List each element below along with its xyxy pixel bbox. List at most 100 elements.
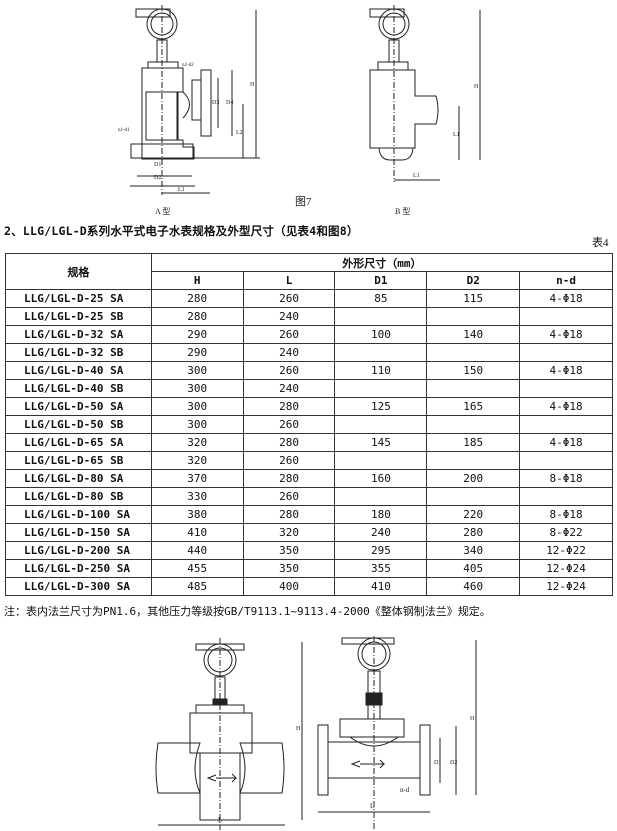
value-cell: 460 bbox=[426, 577, 521, 596]
value-cell bbox=[519, 451, 613, 470]
value-cell: 180 bbox=[334, 505, 428, 524]
spec-cell: LLG/LGL-D-25 SA bbox=[5, 289, 152, 308]
value-cell bbox=[334, 451, 428, 470]
value-cell: 340 bbox=[426, 541, 521, 560]
dim-label: D1 bbox=[154, 162, 161, 168]
value-cell: 4-Φ18 bbox=[519, 433, 613, 452]
dim-label: L bbox=[370, 802, 374, 810]
value-cell: 300 bbox=[150, 361, 244, 380]
value-cell: 350 bbox=[242, 559, 336, 578]
value-cell bbox=[426, 487, 521, 506]
figure-7-drawing: D1 D2 L1 n2-d2 n1-d1 H D3 D4 L2 H L1 L1 … bbox=[118, 5, 481, 216]
value-cell: 290 bbox=[150, 343, 244, 362]
value-cell: 165 bbox=[426, 397, 521, 416]
type-a-meter-drawing: D1 D2 L1 n2-d2 n1-d1 H D3 D4 L2 bbox=[118, 5, 260, 195]
spec-cell: LLG/LGL-D-65 SB bbox=[5, 451, 152, 470]
value-cell: 280 bbox=[150, 307, 244, 326]
dim-label: n2-d2 bbox=[182, 63, 194, 68]
value-cell bbox=[426, 415, 521, 434]
value-cell: 380 bbox=[150, 505, 244, 524]
value-cell: 8-Φ18 bbox=[519, 505, 613, 524]
spec-cell: LLG/LGL-D-50 SB bbox=[5, 415, 152, 434]
value-cell: 240 bbox=[242, 307, 336, 326]
dim-label: D1 bbox=[434, 760, 441, 766]
value-cell bbox=[519, 343, 613, 362]
value-cell: 4-Φ18 bbox=[519, 289, 613, 308]
value-cell: 410 bbox=[150, 523, 244, 542]
value-cell: 330 bbox=[150, 487, 244, 506]
value-cell: 12-Φ24 bbox=[519, 577, 613, 596]
value-cell: 410 bbox=[334, 577, 428, 596]
value-cell: 320 bbox=[242, 523, 336, 542]
dim-label: H bbox=[250, 82, 255, 88]
value-cell: 280 bbox=[242, 397, 336, 416]
figure-caption: 图7 bbox=[295, 195, 312, 208]
spec-cell: LLG/LGL-D-25 SB bbox=[5, 307, 152, 326]
value-cell: 240 bbox=[242, 379, 336, 398]
value-cell: 240 bbox=[242, 343, 336, 362]
dim-label: L1 bbox=[413, 173, 420, 179]
dimensions-header: 外形尺寸（mm） bbox=[150, 253, 614, 272]
spec-cell: LLG/LGL-D-100 SA bbox=[5, 505, 152, 524]
type-a-label: A 型 bbox=[155, 207, 170, 216]
value-cell: 440 bbox=[150, 541, 244, 560]
value-cell: 290 bbox=[150, 325, 244, 344]
column-header-d1: D1 bbox=[334, 271, 428, 290]
value-cell: 4-Φ18 bbox=[519, 397, 613, 416]
type-b-meter-drawing: H L1 L1 bbox=[369, 5, 481, 182]
spec-cell: LLG/LGL-D-32 SB bbox=[5, 343, 152, 362]
value-cell: 320 bbox=[150, 433, 244, 452]
table-note: 注：表内法兰尺寸为PN1.6，其他压力等级按GB/T9113.1~9113.4-… bbox=[4, 605, 491, 618]
value-cell: 260 bbox=[242, 487, 336, 506]
value-cell: 8-Φ18 bbox=[519, 469, 613, 488]
spec-header: 规格 bbox=[5, 253, 152, 290]
value-cell: 300 bbox=[150, 415, 244, 434]
value-cell: 125 bbox=[334, 397, 428, 416]
value-cell: 485 bbox=[150, 577, 244, 596]
type-b-label: B 型 bbox=[395, 207, 410, 216]
value-cell: 355 bbox=[334, 559, 428, 578]
spec-cell: LLG/LGL-D-65 SA bbox=[5, 433, 152, 452]
spec-cell: LLG/LGL-D-40 SA bbox=[5, 361, 152, 380]
value-cell bbox=[426, 343, 521, 362]
spec-cell: LLG/LGL-D-250 SA bbox=[5, 559, 152, 578]
value-cell: 12-Φ22 bbox=[519, 541, 613, 560]
dim-label: n1-d1 bbox=[118, 128, 130, 133]
dim-label: D4 bbox=[226, 100, 233, 106]
column-header-l: L bbox=[242, 271, 336, 290]
dim-label: L2 bbox=[236, 130, 243, 136]
spec-cell: LLG/LGL-D-200 SA bbox=[5, 541, 152, 560]
spec-cell: LLG/LGL-D-80 SB bbox=[5, 487, 152, 506]
value-cell bbox=[519, 307, 613, 326]
flanged-meter-drawing: L H D1 D2 n-d bbox=[317, 636, 477, 830]
value-cell: 110 bbox=[334, 361, 428, 380]
table-number: 表4 bbox=[592, 237, 609, 249]
value-cell: 280 bbox=[242, 505, 336, 524]
value-cell bbox=[334, 487, 428, 506]
value-cell: 12-Φ24 bbox=[519, 559, 613, 578]
value-cell: 300 bbox=[150, 397, 244, 416]
value-cell bbox=[519, 487, 613, 506]
value-cell: 280 bbox=[150, 289, 244, 308]
value-cell: 370 bbox=[150, 469, 244, 488]
value-cell: 295 bbox=[334, 541, 428, 560]
value-cell: 400 bbox=[242, 577, 336, 596]
value-cell bbox=[334, 415, 428, 434]
section-heading: 2、LLG/LGL-D系列水平式电子水表规格及外型尺寸（见表4和图8） bbox=[4, 224, 359, 238]
value-cell: 260 bbox=[242, 451, 336, 470]
value-cell: 8-Φ22 bbox=[519, 523, 613, 542]
value-cell: 405 bbox=[426, 559, 521, 578]
spec-cell: LLG/LGL-D-40 SB bbox=[5, 379, 152, 398]
value-cell: 260 bbox=[242, 289, 336, 308]
dim-label: n-d bbox=[400, 786, 410, 794]
